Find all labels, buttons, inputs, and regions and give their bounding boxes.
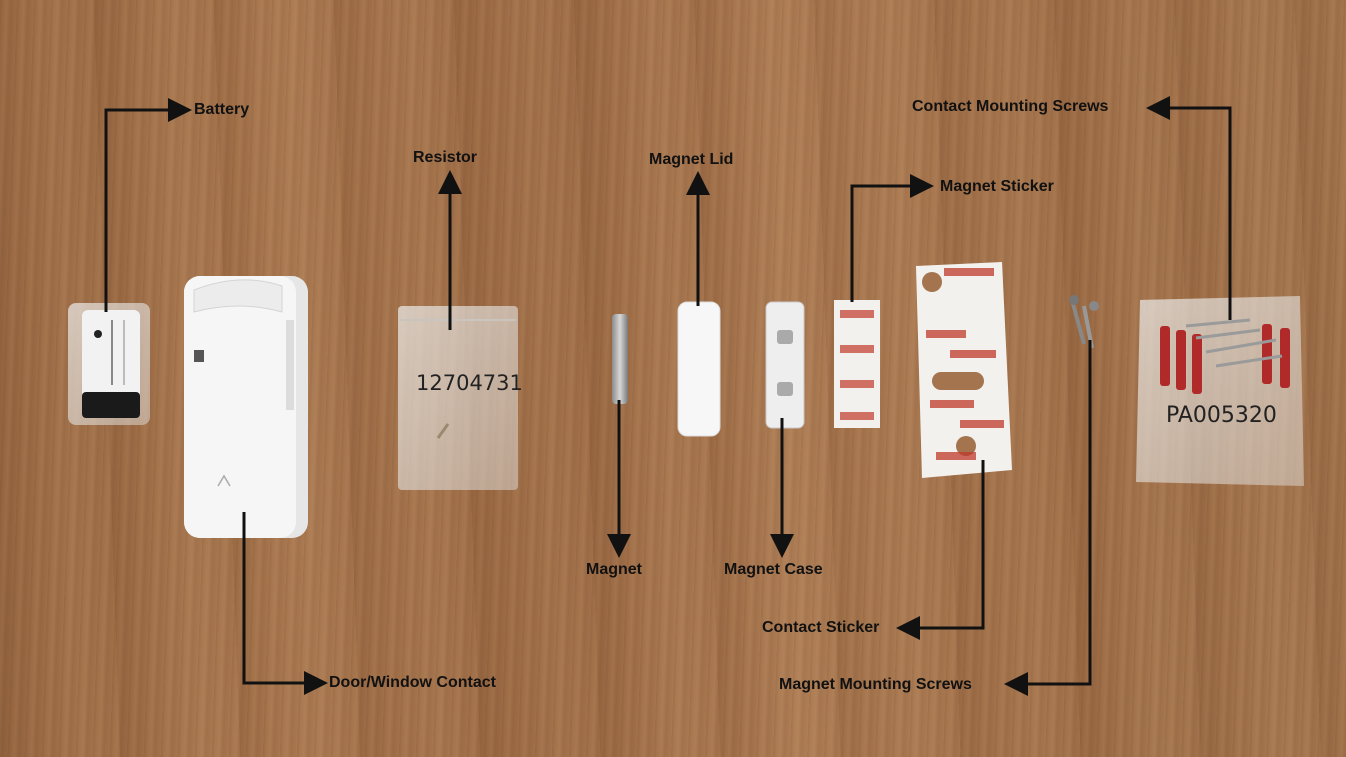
label-resistor: Resistor [413,149,478,166]
battery-object [68,303,150,425]
label-contact-mounting-screws: Contact Mounting Screws [912,98,1109,115]
magnet-case-object [765,301,805,429]
screw-bag-code: PA005320 [1166,403,1277,428]
label-door-window-contact: Door/Window Contact [329,674,496,691]
magnet-screws-object [1069,295,1099,349]
label-magnet-lid: Magnet Lid [649,151,734,168]
label-contact-sticker: Contact Sticker [762,619,880,636]
label-magnet-mounting-screws: Magnet Mounting Screws [779,676,972,693]
label-battery: Battery [194,101,250,118]
resistor-bag-number: 12704731 [416,371,523,395]
label-magnet-sticker: Magnet Sticker [940,178,1054,195]
resistor-bag: 12704731 [398,306,523,490]
label-magnet-case: Magnet Case [724,561,823,578]
magnet-sticker-object [834,300,880,428]
door-window-contact-device [184,276,308,538]
magnet-object [612,314,628,404]
contact-screws-bag: PA005320 [1136,296,1304,486]
magnet-lid-object [677,301,721,437]
label-magnet: Magnet [586,561,642,578]
contact-sticker-object [916,262,1012,478]
callout-arrows [104,96,1232,696]
